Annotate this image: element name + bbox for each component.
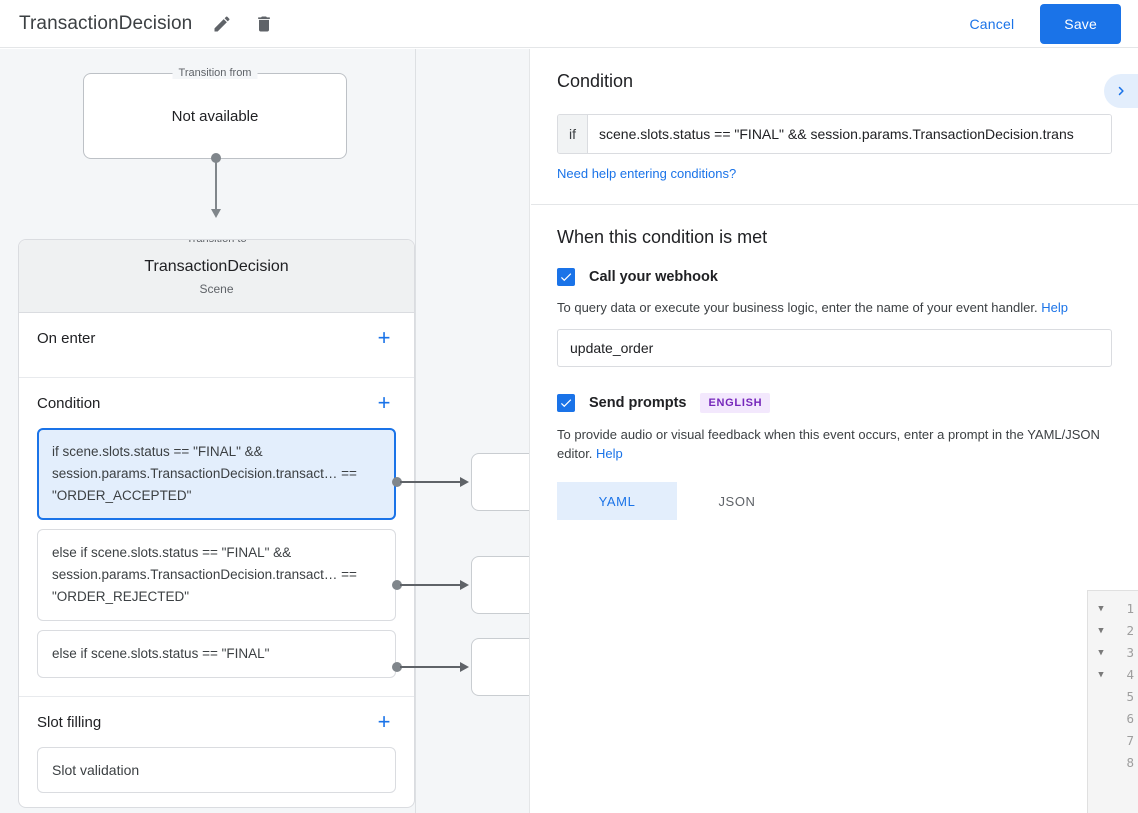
fold-toggle-icon[interactable]: ▼ [1098,648,1104,658]
when-condition-met-heading: When this condition is met [557,227,768,247]
transition-target-box[interactable] [471,638,529,696]
connector-line-vertical [215,158,217,212]
language-badge: ENGLISH [700,393,771,413]
detail-panel: Condition if Need help entering conditio… [531,49,1138,813]
scene-card: Transition to TransactionDecision Scene … [18,239,415,808]
top-bar: TransactionDecision Cancel Save [0,0,1138,48]
panel-divider [531,204,1138,205]
add-slot-filling-button[interactable]: + [377,709,391,734]
condition-item[interactable]: else if scene.slots.status == "FINAL" [37,630,396,678]
condition-expression-input[interactable] [588,115,1111,153]
webhook-check-row[interactable]: Call your webhook [557,268,1112,286]
scene-type: Scene [199,282,234,296]
fold-toggle-icon[interactable]: ▼ [1098,670,1104,680]
editor-fold-gutter: ▼ ▼ ▼ ▼ [1088,591,1114,813]
slot-validation-item[interactable]: Slot validation [37,747,396,793]
condition-out-dot [392,662,402,672]
transition-target-box[interactable] [471,556,529,614]
flow-canvas-inner: Transition from Not available Transition… [0,49,529,813]
section-header-slot-filling: Slot filling + [37,697,396,747]
editor-format-tabs: YAML JSON [557,482,1112,520]
connector-arrow-down [211,209,221,218]
condition-out-arrow [460,662,469,672]
tab-json[interactable]: JSON [677,482,797,520]
tab-yaml[interactable]: YAML [557,482,677,520]
fold-toggle-icon[interactable]: ▼ [1098,626,1104,636]
section-title-on-enter: On enter [37,329,96,347]
if-label: if [558,115,588,153]
condition-item-selected[interactable]: if scene.slots.status == "FINAL" && sess… [37,428,396,520]
canvas-divider [415,49,416,813]
webhook-description: To query data or execute your business l… [557,298,1112,317]
transition-target-box[interactable] [471,453,529,511]
line-number: 3 [1126,645,1134,660]
prompts-check-row[interactable]: Send prompts ENGLISH [557,393,1112,413]
line-number: 1 [1126,601,1134,616]
trash-icon[interactable] [252,12,276,36]
condition-out-arrow [460,580,469,590]
top-bar-actions: Cancel Save [960,0,1121,48]
flow-canvas[interactable]: Transition from Not available Transition… [0,49,530,813]
condition-out-arrow [460,477,469,487]
line-number: 8 [1126,755,1134,770]
scene-name: TransactionDecision [144,258,289,275]
webhook-handler-input[interactable] [557,329,1112,367]
fold-toggle-icon [1088,686,1114,708]
prompts-help-link[interactable]: Help [596,446,623,461]
fold-toggle-icon [1088,730,1114,752]
fold-toggle-icon[interactable]: ▼ [1098,604,1104,614]
section-title-condition: Condition [37,394,101,412]
condition-out-dot [392,477,402,487]
condition-out-line [400,666,462,668]
condition-block: Condition if Need help entering conditio… [531,49,1138,183]
webhook-label: Call your webhook [589,269,718,285]
condition-input-row[interactable]: if [557,114,1112,154]
pencil-icon[interactable] [210,12,234,36]
transition-to-node[interactable]: Transition to TransactionDecision Scene [19,240,414,313]
condition-heading: Condition [557,71,634,91]
line-number: 5 [1126,689,1134,704]
save-button[interactable]: Save [1040,4,1121,44]
when-condition-met-block: When this condition is met Call your web… [531,205,1138,520]
prompts-checkbox[interactable] [557,394,575,412]
section-header-condition: Condition + [37,378,396,428]
line-number: 6 [1126,711,1134,726]
condition-out-dot [392,580,402,590]
editor-line-number-gutter: 1 2 3 4 5 6 7 8 [1114,591,1138,813]
transition-from-node[interactable]: Transition from Not available [83,67,347,159]
section-slot-filling: Slot filling + Slot validation [19,697,414,807]
fold-toggle-icon [1088,708,1114,730]
transition-from-legend: Transition from [172,67,258,79]
fold-toggle-icon [1088,752,1114,774]
section-title-slot-filling: Slot filling [37,713,102,731]
line-number: 4 [1126,667,1134,682]
prompts-description-text: To provide audio or visual feedback when… [557,427,1100,461]
condition-out-line [400,584,462,586]
webhook-help-link[interactable]: Help [1041,300,1068,315]
condition-item[interactable]: else if scene.slots.status == "FINAL" &&… [37,529,396,621]
page-title: TransactionDecision [19,12,193,34]
section-condition: Condition + if scene.slots.status == "FI… [19,378,414,697]
webhook-checkbox[interactable] [557,268,575,286]
prompts-description: To provide audio or visual feedback when… [557,425,1112,463]
conditions-help-link[interactable]: Need help entering conditions? [557,166,737,181]
section-header-on-enter: On enter + [37,313,396,363]
webhook-description-text: To query data or execute your business l… [557,300,1038,315]
add-on-enter-button[interactable]: + [377,325,391,350]
line-number: 7 [1126,733,1134,748]
cancel-button[interactable]: Cancel [960,8,1025,40]
section-on-enter: On enter + [19,313,414,378]
prompts-label: Send prompts [589,395,687,411]
condition-out-line [400,481,462,483]
transition-from-value: Not available [171,107,259,125]
chevron-right-icon[interactable] [1104,74,1138,108]
line-number: 2 [1126,623,1134,638]
transition-to-legend: Transition to [180,240,253,245]
add-condition-button[interactable]: + [377,390,391,415]
